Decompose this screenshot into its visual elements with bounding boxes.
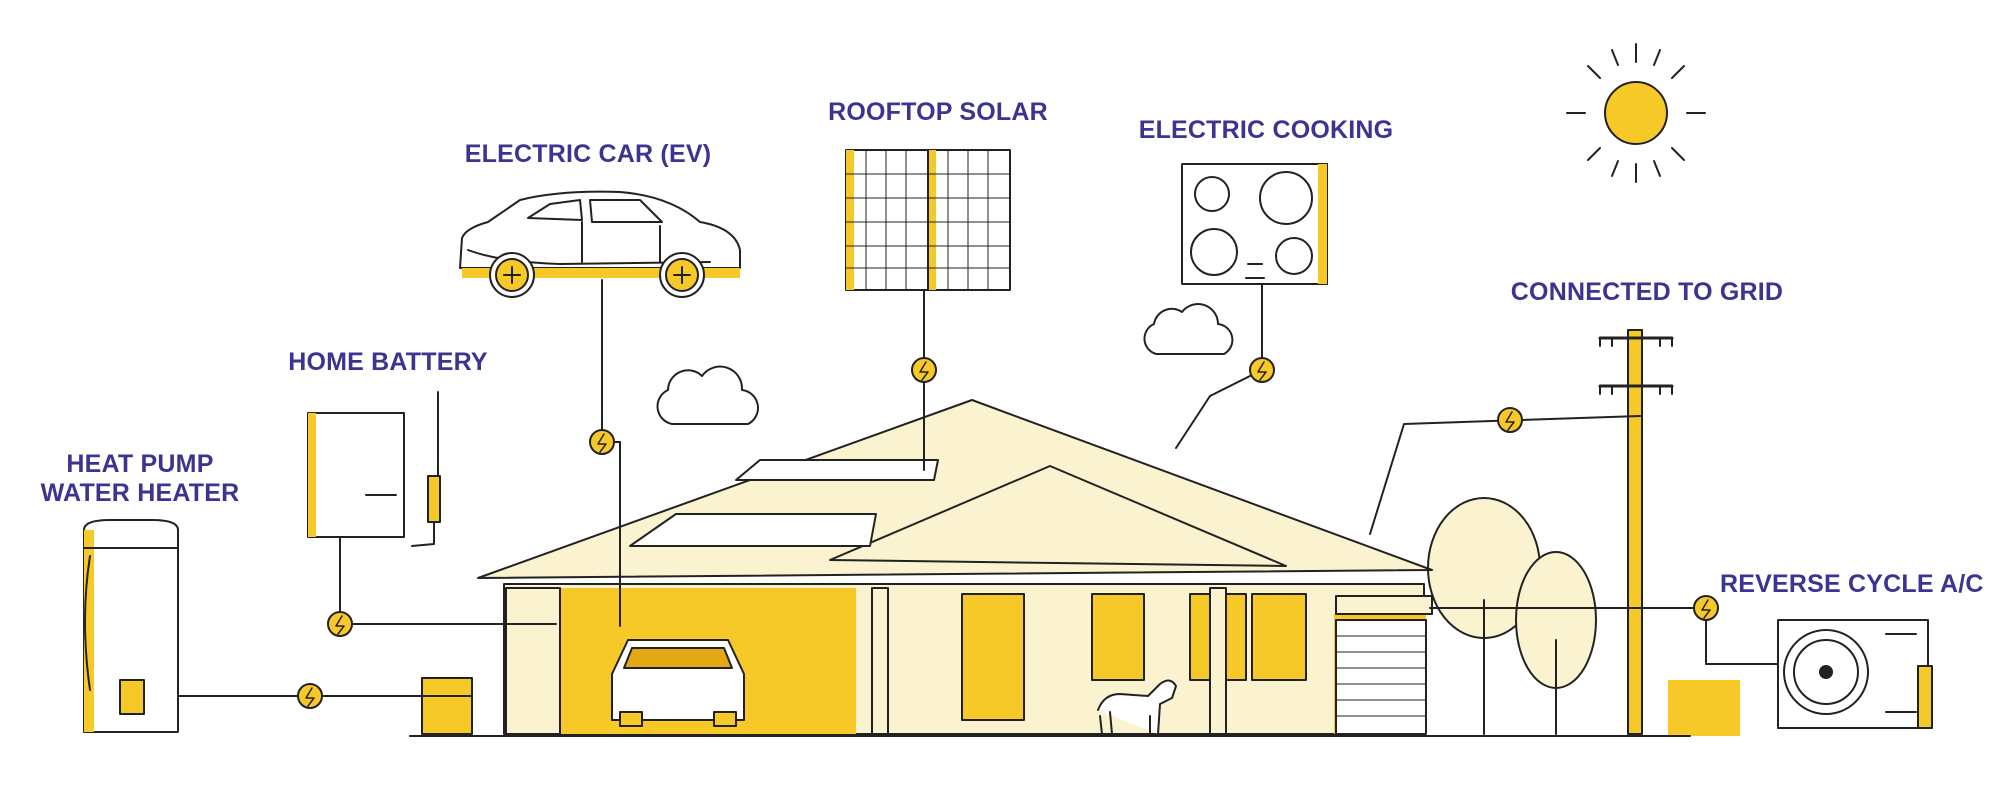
lightning-bolt-icon [911, 357, 937, 383]
label-rooftop-solar: ROOFTOP SOLAR [828, 98, 1048, 126]
cloud-icon [1143, 303, 1234, 355]
lightning-bolt-icon [1249, 357, 1275, 383]
tree-icon [1427, 497, 1740, 736]
dog-icon [1097, 679, 1177, 735]
house-icon [409, 399, 1691, 737]
electric-car-icon [611, 639, 745, 727]
air-conditioner-icon [1777, 619, 1933, 729]
solar-panel-icon [845, 149, 1011, 291]
lightning-bolt-icon [1497, 407, 1523, 433]
label-electric-car: ELECTRIC CAR (EV) [464, 140, 712, 168]
label-reverse-cycle-ac: REVERSE CYCLE A/C [1720, 570, 1984, 598]
cloud-icon [656, 365, 759, 425]
sun-icon [1566, 43, 1706, 183]
label-home-battery: HOME BATTERY [288, 348, 488, 376]
label-heat-pump-line2: WATER HEATER [40, 479, 240, 507]
label-heat-pump-line1: HEAT PUMP [66, 450, 214, 478]
lightning-bolt-icon [589, 429, 615, 455]
lightning-bolt-icon [327, 611, 353, 637]
water-heater-icon [83, 519, 179, 733]
electric-car-icon [459, 190, 741, 298]
lightning-bolt-icon [1693, 595, 1719, 621]
power-pole-icon [1598, 329, 1674, 735]
label-heat-pump-water-heater: HEAT PUMP WATER HEATER [40, 450, 240, 508]
label-electric-cooking: ELECTRIC COOKING [1138, 116, 1394, 144]
cooktop-icon [1181, 163, 1328, 285]
lightning-bolt-icon [297, 683, 323, 709]
home-battery-icon [307, 391, 441, 547]
label-connected-to-grid: CONNECTED TO GRID [1510, 278, 1784, 306]
